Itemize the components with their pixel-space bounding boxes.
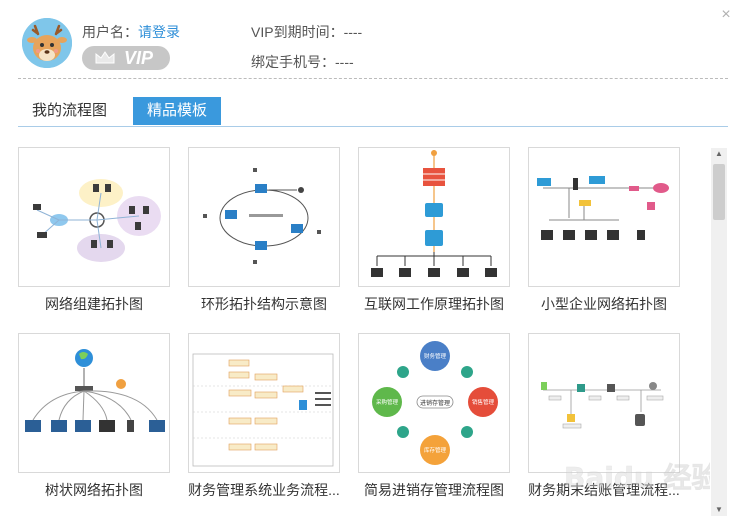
scrollbar-thumb[interactable] [713,164,725,220]
avatar [22,18,72,68]
template-thumbnail [18,147,170,287]
bound-phone-text: 绑定手机号：---- [251,54,354,70]
vip-expire-text: VIP到期时间：---- [251,24,363,40]
scroll-down-icon[interactable]: ▼ [715,505,723,514]
template-card[interactable]: 互联网工作原理拓扑图 [358,147,510,314]
template-caption: 小型企业网络拓扑图 [541,296,667,312]
thumb-finance-text: 财务管理 [424,352,447,360]
baidu-watermark: Baidu 经验 [560,447,720,507]
user-header: 用户名：请登录 VIP VIP到期时间：---- 绑定手机号：---- [0,0,739,80]
template-thumbnail: 进销存管理 财务管理 采购管理 销售管理 库存管理 [358,333,510,473]
thumb-stock-text: 库存管理 [424,446,447,454]
vertical-scrollbar[interactable]: ▲ ▼ [711,148,727,516]
template-thumbnail [188,333,340,473]
thumb-sales-text: 销售管理 [472,398,495,406]
template-thumbnail [18,333,170,473]
thumb-center-text: 进销存管理 [420,399,450,407]
template-caption: 简易进销存管理流程图 [364,482,504,498]
template-caption: 财务期末结账管理流程... [528,482,680,498]
username-row: 用户名：请登录 [82,22,180,42]
scroll-up-icon[interactable]: ▲ [715,149,723,158]
template-thumbnail [358,147,510,287]
template-caption: 财务管理系统业务流程... [188,482,340,498]
template-caption: 环形拓扑结构示意图 [201,296,327,312]
template-thumbnail [188,147,340,287]
tab-my-flowcharts[interactable]: 我的流程图 [32,102,108,119]
deer-avatar-icon [22,18,72,68]
tab-premium-templates[interactable]: 精品模板 [133,97,222,125]
template-thumbnail [528,333,680,473]
thumb-purchase-text: 采购管理 [376,398,399,406]
header-divider [18,78,728,79]
template-card[interactable]: 进销存管理 财务管理 采购管理 销售管理 库存管理 简易进销存管理流程图 [358,333,510,500]
template-card[interactable]: 网络组建拓扑图 [18,147,170,314]
template-caption: 互联网工作原理拓扑图 [364,296,504,312]
close-icon[interactable]: × [721,6,731,23]
vip-badge: VIP [82,46,170,70]
template-card[interactable]: 财务期末结账管理流程... [528,333,680,500]
template-caption: 树状网络拓扑图 [45,482,143,498]
vip-label: VIP [124,48,154,68]
template-card[interactable]: 树状网络拓扑图 [18,333,170,500]
crown-icon [95,51,115,64]
template-card[interactable]: 环形拓扑结构示意图 [188,147,340,314]
watermark-text: Baidu 经验 [564,461,710,494]
login-link[interactable]: 请登录 [138,24,180,40]
username-label: 用户名： [82,24,138,40]
template-thumbnail [528,147,680,287]
template-grid: 网络组建拓扑图 环形 [0,147,710,520]
template-card[interactable]: 财务管理系统业务流程... [188,333,340,500]
template-card[interactable]: 小型企业网络拓扑图 [528,147,680,314]
tab-bar: 我的流程图 精品模板 [18,97,728,127]
template-caption: 网络组建拓扑图 [45,296,143,312]
